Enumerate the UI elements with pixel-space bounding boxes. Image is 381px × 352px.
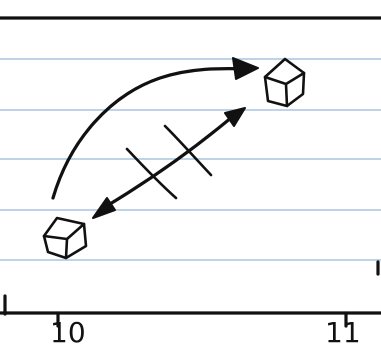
arrowhead-upper-right [224,107,246,127]
curved-arrow [51,57,259,200]
double-arrow-shaft [103,115,234,209]
cube-icon [263,57,306,108]
curved-arrow-shaft [51,66,252,200]
arrowhead-lower-left [92,197,116,219]
double-arrow [92,107,246,219]
break-mark-right [163,124,213,177]
cube-icon [42,216,88,260]
timeline-axis: 10 11 [0,260,381,349]
cube-front-edge-end [284,82,289,108]
tick-label-11: 11 [325,316,361,349]
break-mark-left [125,147,178,200]
tick-label-10: 10 [50,316,86,349]
curved-arrowhead [232,57,259,80]
cube-outline-start [42,216,88,260]
cube-front-edge-start [64,237,69,260]
cube-top-edges-end [263,71,306,86]
ruled-lines [0,58,381,261]
cube-outline-end [263,57,306,108]
